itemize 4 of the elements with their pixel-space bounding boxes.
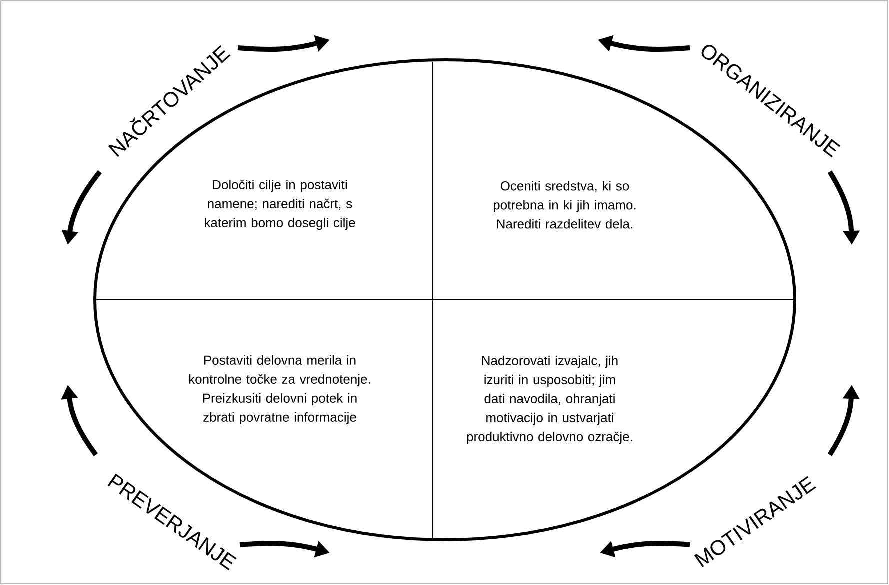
- quadrant-text: Določiti cilje in postaviti namene; narediti načrt, s katerim bomo dosegli cilje: [205, 180, 356, 230]
- quadrant-text: Oceniti sredstva, ki so potrebna in ki jih imamo. Narediti razdelitev dela.: [494, 181, 636, 229]
- quadrant-text: Nadzorovati izvajalc, jih izuriti in usposobiti; jim dati navodila, ohranjati motivacijo in ustvarjati produktivno delovno ozračje.: [467, 356, 632, 444]
- quadrant-text: Postaviti delovna merila in kontrolne točke za vrednotenje. Preizkusiti delovni potek in zbrati povratne informacije: [189, 355, 370, 425]
